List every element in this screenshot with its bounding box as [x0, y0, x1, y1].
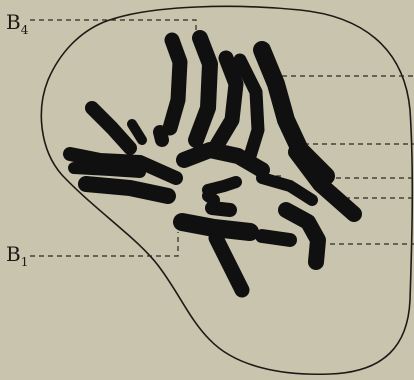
- label-b1-letter: B: [6, 242, 21, 266]
- label-b4: B4: [6, 12, 28, 36]
- leader-line-b1: [30, 232, 178, 256]
- chromosome: [262, 236, 290, 240]
- chromosome: [296, 152, 354, 214]
- chromosome: [160, 132, 162, 140]
- label-b1: B1: [6, 244, 28, 268]
- chromosome: [262, 178, 312, 200]
- chromosome: [92, 108, 130, 148]
- chromosome: [208, 182, 236, 190]
- label-b4-letter: B: [6, 10, 21, 34]
- chromosome: [196, 38, 210, 140]
- chromosome: [216, 238, 242, 290]
- chromosome: [240, 60, 258, 156]
- chromosome: [208, 196, 214, 200]
- chromosome: [86, 184, 168, 196]
- label-b1-index: 1: [21, 255, 29, 269]
- chromosome: [132, 124, 142, 140]
- chromosome: [74, 168, 140, 172]
- label-b4-index: 4: [21, 23, 29, 37]
- chromosome: [170, 40, 180, 128]
- chromosome: [212, 208, 230, 210]
